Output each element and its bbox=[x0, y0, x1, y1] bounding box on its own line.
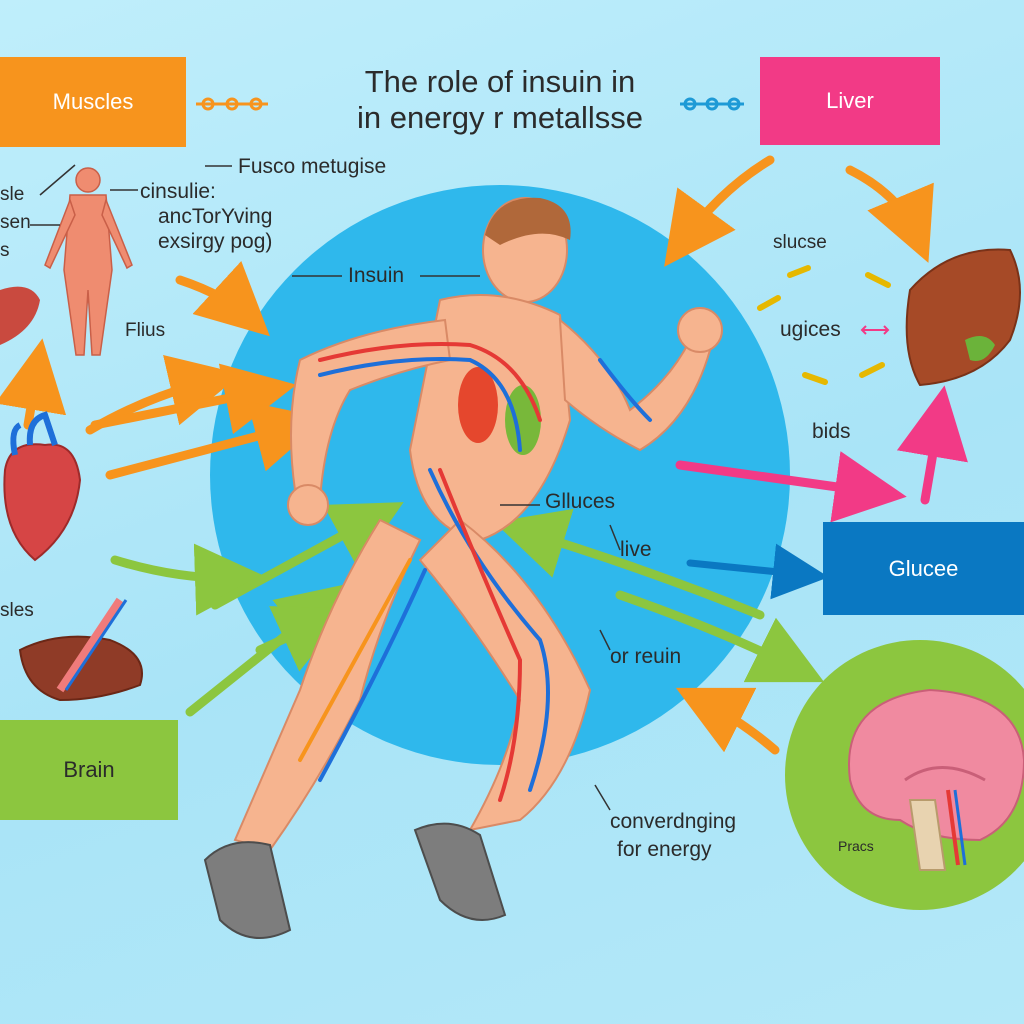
label-anctorying: ancTorYving bbox=[158, 205, 273, 228]
small-double-arrow bbox=[860, 325, 890, 335]
label-or-reuin: or reuin bbox=[610, 645, 682, 668]
runner-vessels bbox=[298, 342, 652, 802]
title-line-1: The role of insuin in bbox=[364, 64, 636, 99]
arrow-green-small bbox=[255, 606, 350, 672]
runner-hair bbox=[485, 197, 571, 245]
runner-leg-right bbox=[418, 518, 592, 832]
runner-organ-red bbox=[458, 367, 498, 443]
brain-label: Brain bbox=[63, 757, 115, 782]
title-line-2: in energy r metallsse bbox=[356, 100, 643, 135]
muscles-label: Muscles bbox=[52, 89, 134, 114]
runner-shoe-right bbox=[413, 822, 507, 921]
label-glluces: Glluces bbox=[545, 490, 616, 513]
glucee-label: Glucee bbox=[888, 555, 959, 581]
connector-orange-icon bbox=[196, 97, 268, 111]
label-converging-1: converdnging bbox=[610, 810, 737, 833]
label-slucse: slucse bbox=[773, 232, 827, 253]
arrow-green-mid bbox=[210, 502, 404, 610]
arrow-green-gluces bbox=[494, 508, 765, 620]
label-insuin: Insuin bbox=[348, 264, 405, 287]
brain-box: Brain bbox=[0, 720, 178, 820]
arrow-blue-glucee bbox=[686, 543, 829, 600]
runner-shoe-left bbox=[203, 841, 292, 939]
label-bids: bids bbox=[812, 420, 851, 443]
arrow-orange-up-left bbox=[0, 338, 67, 430]
label-cinsulie: cinsulie: bbox=[140, 180, 216, 203]
label-fusco: Fusco metugise bbox=[238, 155, 387, 178]
label-flius: Flius bbox=[125, 320, 166, 341]
small-liver-topleft bbox=[0, 286, 40, 345]
liver-box: Liver bbox=[760, 57, 940, 145]
label-live: live bbox=[620, 538, 652, 561]
connector-blue-icon bbox=[680, 97, 744, 111]
arrow-green-brain bbox=[615, 590, 825, 683]
arrow-muscles-to-body bbox=[175, 261, 270, 337]
leader-lines bbox=[30, 164, 621, 811]
label-s: s bbox=[0, 240, 10, 261]
label-converging-2: for energy bbox=[617, 838, 712, 861]
brain-organ bbox=[848, 688, 1024, 871]
arrow-liver-to-body bbox=[664, 155, 775, 267]
arrow-heart-bottom bbox=[105, 401, 327, 480]
heart-organ bbox=[3, 411, 82, 562]
liver-organ bbox=[905, 248, 1021, 387]
flow-arrows bbox=[0, 155, 968, 755]
arrow-pink-body-to-liver bbox=[675, 451, 907, 523]
label-exsirgy: exsirgy pog) bbox=[158, 230, 273, 253]
arrow-heart-top bbox=[90, 363, 297, 435]
arrow-pink-up bbox=[896, 385, 968, 505]
arrow-brain-to-body bbox=[675, 687, 780, 755]
page-title: The role of insuin in in energy r metall… bbox=[290, 64, 710, 136]
label-pracs: Pracs bbox=[838, 838, 874, 854]
label-ugices: ugices bbox=[780, 318, 841, 341]
arrow-liver-to-organ bbox=[845, 165, 934, 263]
muscles-box: Muscles bbox=[0, 57, 186, 147]
label-sles: sles bbox=[0, 600, 34, 621]
runner-figure bbox=[203, 197, 723, 939]
liver-label: Liver bbox=[826, 88, 874, 113]
liver-organ-small bbox=[18, 597, 143, 702]
muscle-figure bbox=[44, 167, 133, 356]
runner-organ-green bbox=[505, 385, 541, 455]
glucee-box: Glucee bbox=[823, 522, 1024, 615]
label-sen: sen bbox=[0, 212, 31, 233]
label-sle: sle bbox=[0, 184, 25, 205]
arrow-green-left bbox=[110, 543, 267, 616]
glucose-molecules bbox=[757, 265, 891, 385]
